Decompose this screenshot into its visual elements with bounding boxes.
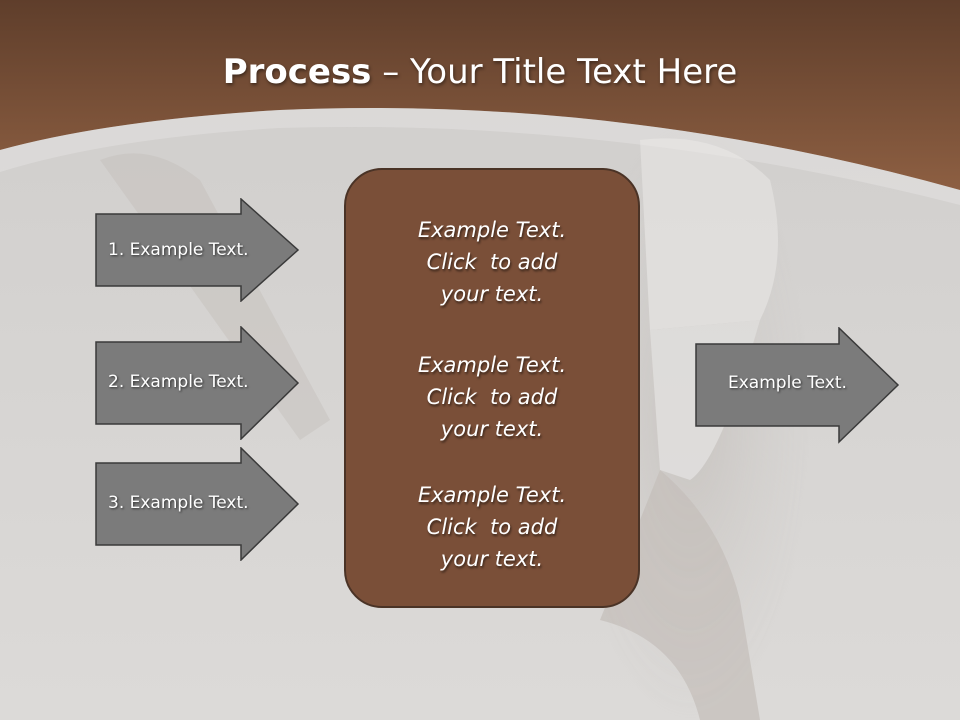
arrow-label: 2. Example Text. xyxy=(108,372,249,392)
text-block-1: Example Text. Click to add your text. xyxy=(346,214,638,310)
text-line: your text. xyxy=(440,417,544,441)
arrow-shape xyxy=(95,198,300,302)
title-bold: Process xyxy=(222,52,372,92)
arrow-shape xyxy=(695,327,900,444)
text-line: Click to add xyxy=(426,250,558,274)
arrow-shape xyxy=(95,326,300,440)
text-line: Example Text. xyxy=(417,483,567,507)
left-arrow-3: 3. Example Text. xyxy=(95,447,300,561)
right-arrow: Example Text. xyxy=(695,327,900,445)
text-block-2: Example Text. Click to add your text. xyxy=(346,349,638,445)
text-line: your text. xyxy=(440,547,544,571)
text-line: Click to add xyxy=(426,385,558,409)
arrow-shape xyxy=(95,447,300,561)
slide-title: Process – Your Title Text Here xyxy=(0,52,960,92)
text-line: Click to add xyxy=(426,515,558,539)
title-rest: – Your Title Text Here xyxy=(371,52,738,92)
arrow-label: Example Text. xyxy=(728,373,847,393)
arrow-label: 1. Example Text. xyxy=(108,240,249,260)
arrow-label: 3. Example Text. xyxy=(108,493,249,513)
left-arrow-2: 2. Example Text. xyxy=(95,326,300,440)
left-arrow-1: 1. Example Text. xyxy=(95,198,300,302)
text-line: Example Text. xyxy=(417,353,567,377)
center-text-box: Example Text. Click to add your text. Ex… xyxy=(344,168,640,608)
text-block-3: Example Text. Click to add your text. xyxy=(346,479,638,575)
text-line: your text. xyxy=(440,282,544,306)
text-line: Example Text. xyxy=(417,218,567,242)
